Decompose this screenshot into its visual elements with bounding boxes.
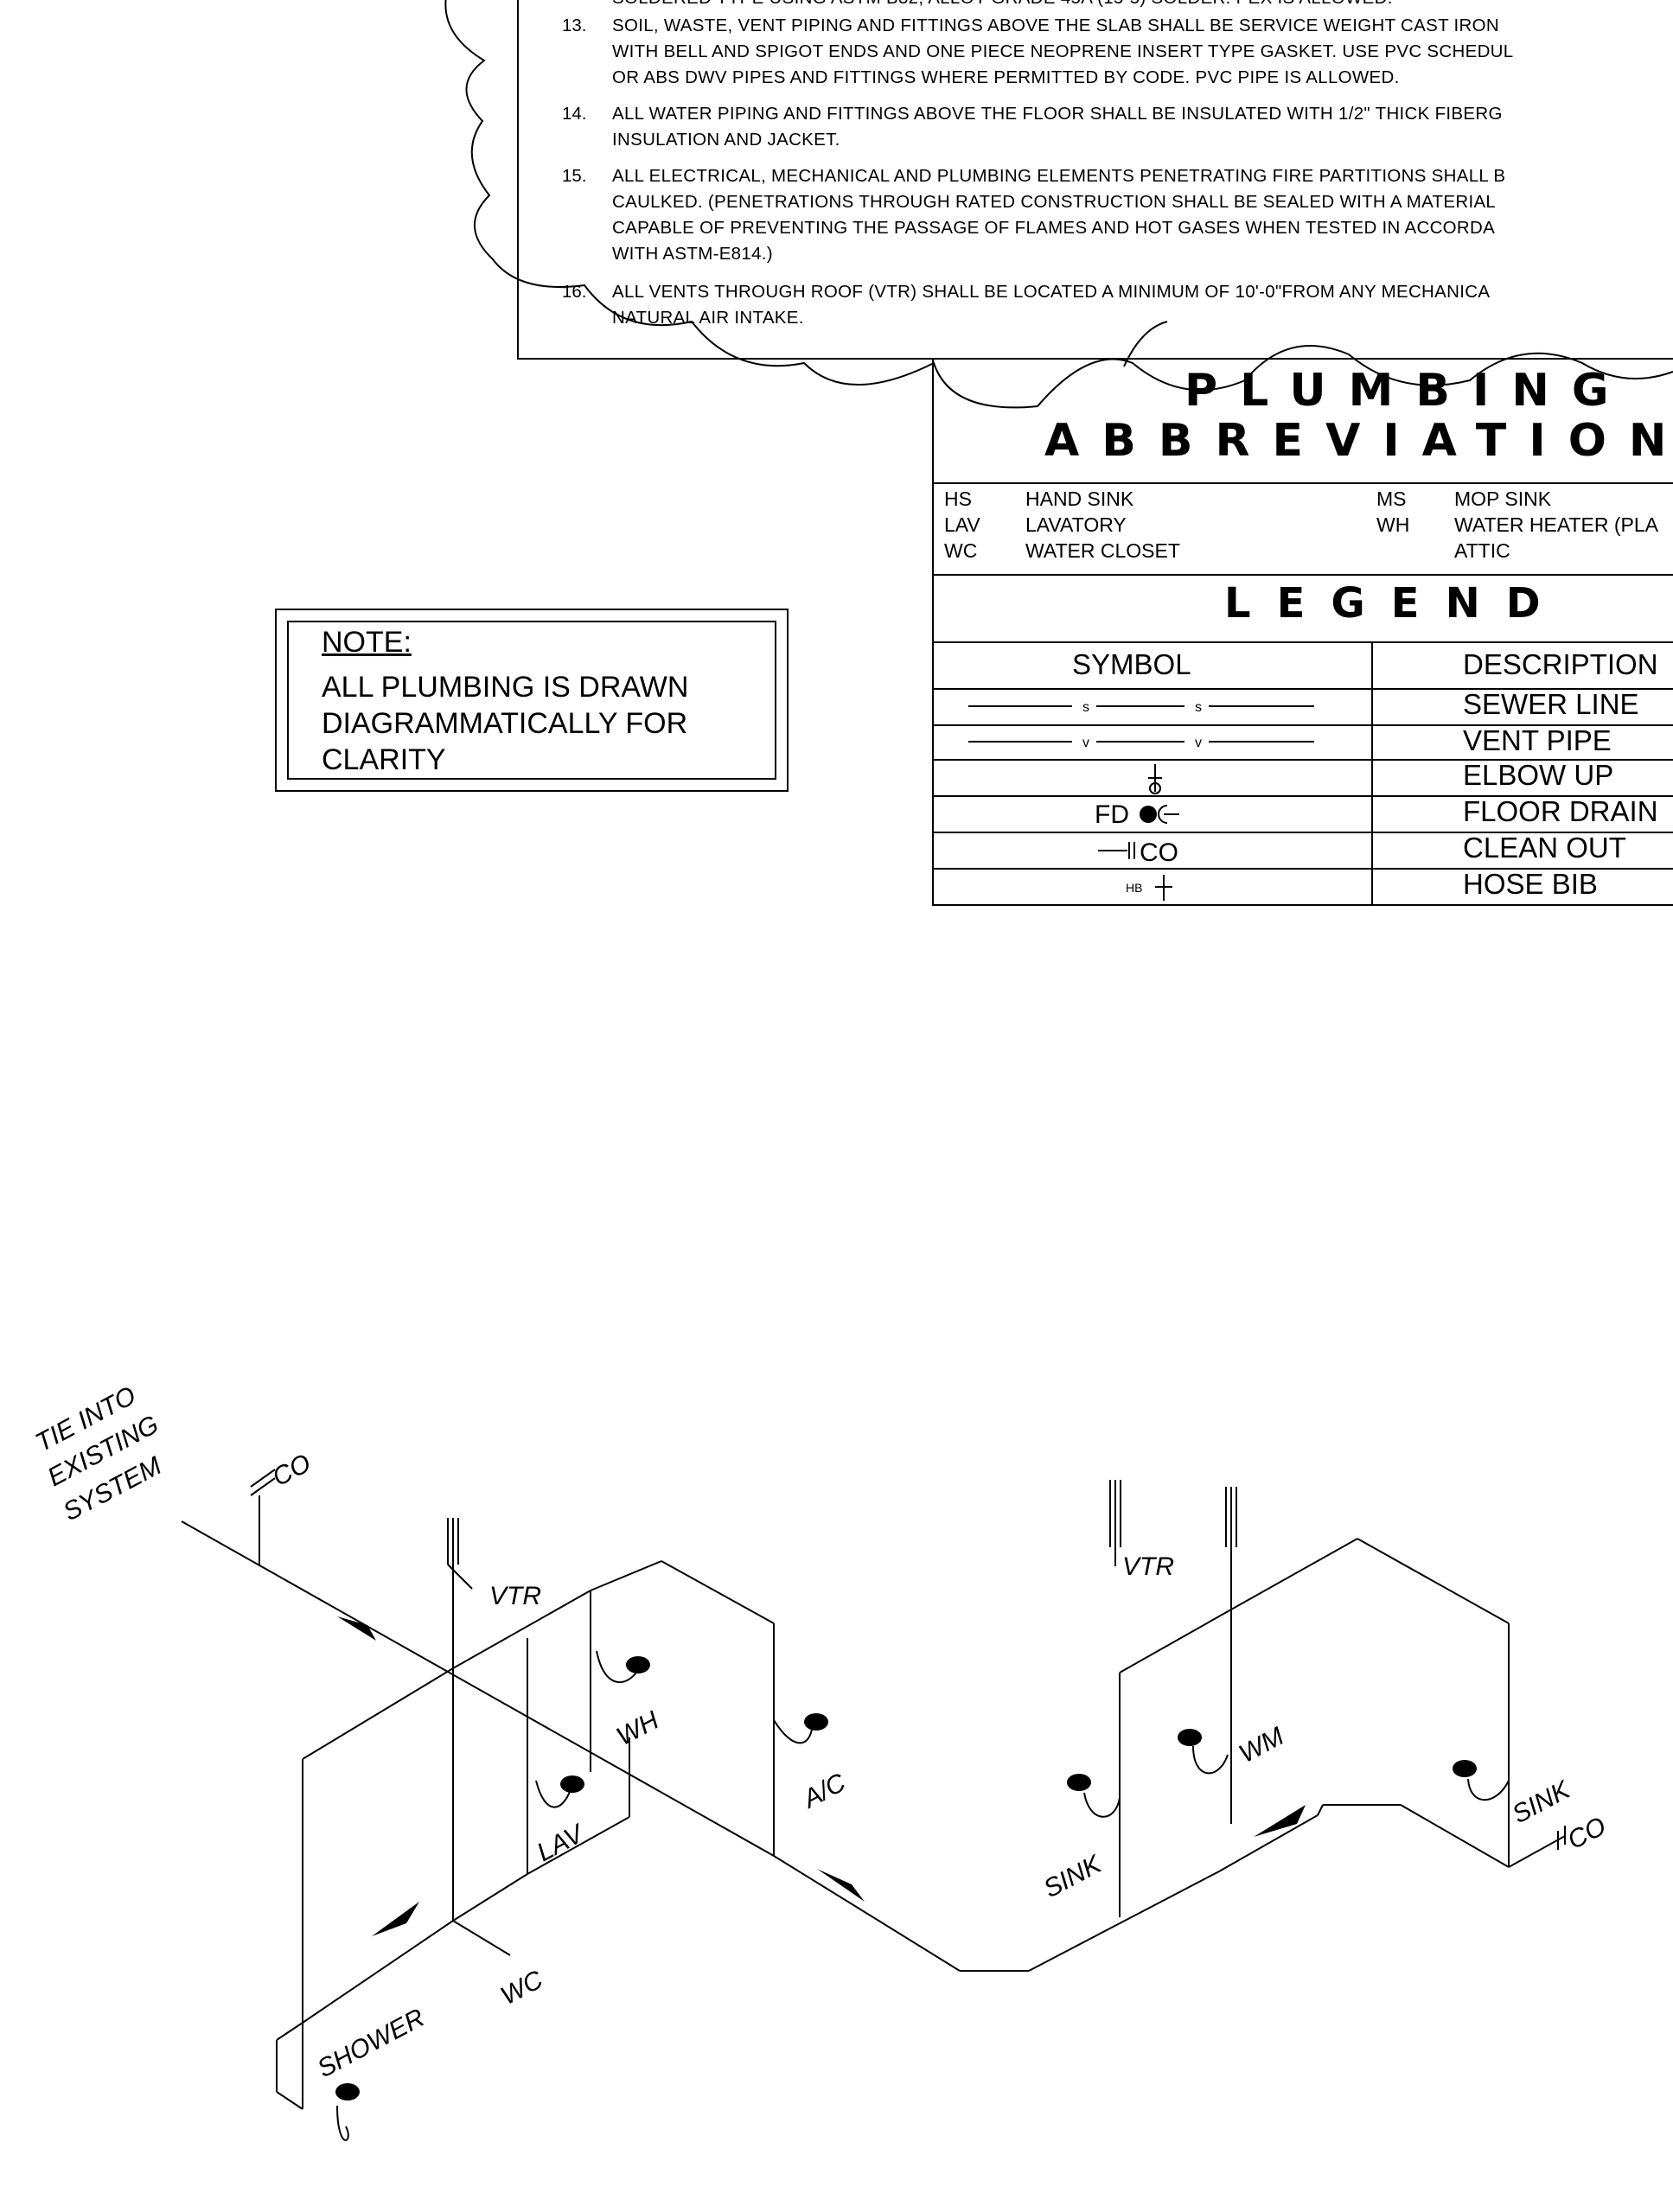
legend-description: SEWER LINE <box>1463 688 1639 720</box>
label-cleanout-right: CO <box>1563 1812 1611 1855</box>
note-title: NOTE: <box>322 626 412 659</box>
vent-pipe-symbol: v v <box>968 736 1314 750</box>
legend-description: FLOOR DRAIN <box>1463 795 1658 827</box>
general-notes-box: SOLDERED TYPE USING ASTM B32, ALLOY GRAD… <box>517 0 1673 360</box>
svg-text:s: s <box>1082 700 1089 715</box>
right-piping-group <box>1083 1480 1566 1917</box>
note-line: WITH ASTM-E814.) <box>612 244 773 264</box>
abbr-code: WH <box>1376 513 1410 536</box>
hose-bib-symbol: HB <box>1126 875 1172 901</box>
label-sink-right: SINK <box>1508 1775 1576 1829</box>
fixture-drain-markers <box>335 1656 1477 2100</box>
abbr-desc: ATTIC <box>1454 539 1510 562</box>
elbow-up-symbol <box>1148 764 1162 794</box>
label-vtr-right: VTR <box>1122 1552 1174 1581</box>
note-line: NATURAL AIR INTAKE. <box>612 308 804 328</box>
abbreviations-title-line2: ABBREVIATIONS <box>1044 415 1673 467</box>
legend-title: LEGEND <box>1224 579 1567 628</box>
floor-drain-symbol: FD <box>1095 800 1179 829</box>
label-lav: LAV <box>533 1819 591 1867</box>
note-number: 13. <box>562 16 587 35</box>
flow-arrows <box>337 1616 1306 1936</box>
label-ac: A/C <box>797 1768 851 1814</box>
label-cleanout-left: CO <box>268 1449 316 1492</box>
svg-text:FD: FD <box>1095 800 1129 829</box>
abbr-code: WC <box>944 539 978 562</box>
abbr-code: MS <box>1376 488 1407 510</box>
label-wh: WH <box>612 1705 664 1751</box>
svg-text:HB: HB <box>1126 881 1142 895</box>
legend-description-header: DESCRIPTION <box>1463 648 1658 680</box>
revision-cloud <box>444 0 1673 409</box>
clean-out-symbol: CO <box>1098 838 1178 867</box>
note-line: SOIL, WASTE, VENT PIPING AND FITTINGS AB… <box>612 16 1499 35</box>
note-line: ALL VENTS THROUGH ROOF (VTR) SHALL BE LO… <box>612 282 1491 302</box>
note-line: SOLDERED TYPE USING ASTM B32, ALLOY GRAD… <box>612 0 1393 9</box>
legend-symbols: s s v v FD CO HB <box>968 700 1314 901</box>
legend-description: ELBOW UP <box>1463 759 1614 791</box>
note-line: ALL ELECTRICAL, MECHANICAL AND PLUMBING … <box>612 166 1506 186</box>
label-wm: WM <box>1235 1722 1289 1769</box>
label-vtr-left: VTR <box>489 1582 541 1610</box>
abbreviations-legend-table: PLUMBING ABBREVIATIONS HS HAND SINK MS M… <box>932 358 1673 906</box>
note-line: CAULKED. (PENETRATIONS THROUGH RATED CON… <box>612 192 1497 212</box>
svg-text:s: s <box>1195 700 1202 715</box>
abbr-desc: LAVATORY <box>1025 513 1127 536</box>
label-shower: SHOWER <box>313 2004 430 2084</box>
note-body: ALL PLUMBING IS DRAWN DIAGRAMMATICALLY F… <box>322 671 689 776</box>
label-sink-mid: SINK <box>1039 1849 1108 1903</box>
abbr-code: LAV <box>944 513 980 536</box>
note-line: INSULATION AND JACKET. <box>612 130 840 150</box>
svg-text:v: v <box>1195 736 1202 750</box>
note-number: 15. <box>562 166 587 186</box>
note-line: CAPABLE OF PREVENTING THE PASSAGE OF FLA… <box>612 218 1496 238</box>
note-number: 14. <box>562 104 587 124</box>
abbr-desc: WATER CLOSET <box>1025 539 1180 562</box>
legend-description: CLEAN OUT <box>1463 832 1626 864</box>
abbr-code: HS <box>944 488 972 510</box>
legend-symbol-header: SYMBOL <box>1072 648 1191 680</box>
note-box: NOTE: ALL PLUMBING IS DRAWN DIAGRAMMATIC… <box>275 609 789 792</box>
legend-description: HOSE BIB <box>1463 868 1598 900</box>
note-line: OR ABS DWV PIPES AND FITTINGS WHERE PERM… <box>612 67 1400 87</box>
note-line: ALL WATER PIPING AND FITTINGS ABOVE THE … <box>612 104 1503 124</box>
abbreviations-title-line1: PLUMBING <box>1185 365 1631 417</box>
svg-text:CO: CO <box>1140 838 1178 867</box>
abbr-desc: HAND SINK <box>1025 488 1134 510</box>
diagram-labels: TIE INTO EXISTING SYSTEM CO VTR VTR WH L… <box>31 1381 1611 2083</box>
abbr-desc: WATER HEATER (PLA <box>1454 513 1658 536</box>
svg-text:v: v <box>1082 736 1089 750</box>
label-wc: WC <box>496 1965 548 2011</box>
legend-description: VENT PIPE <box>1463 724 1612 756</box>
left-piping-group <box>181 1469 1220 2141</box>
abbr-desc: MOP SINK <box>1454 488 1552 510</box>
note-line: WITH BELL AND SPIGOT ENDS AND ONE PIECE … <box>612 41 1514 61</box>
sewer-line-symbol: s s <box>968 700 1314 715</box>
